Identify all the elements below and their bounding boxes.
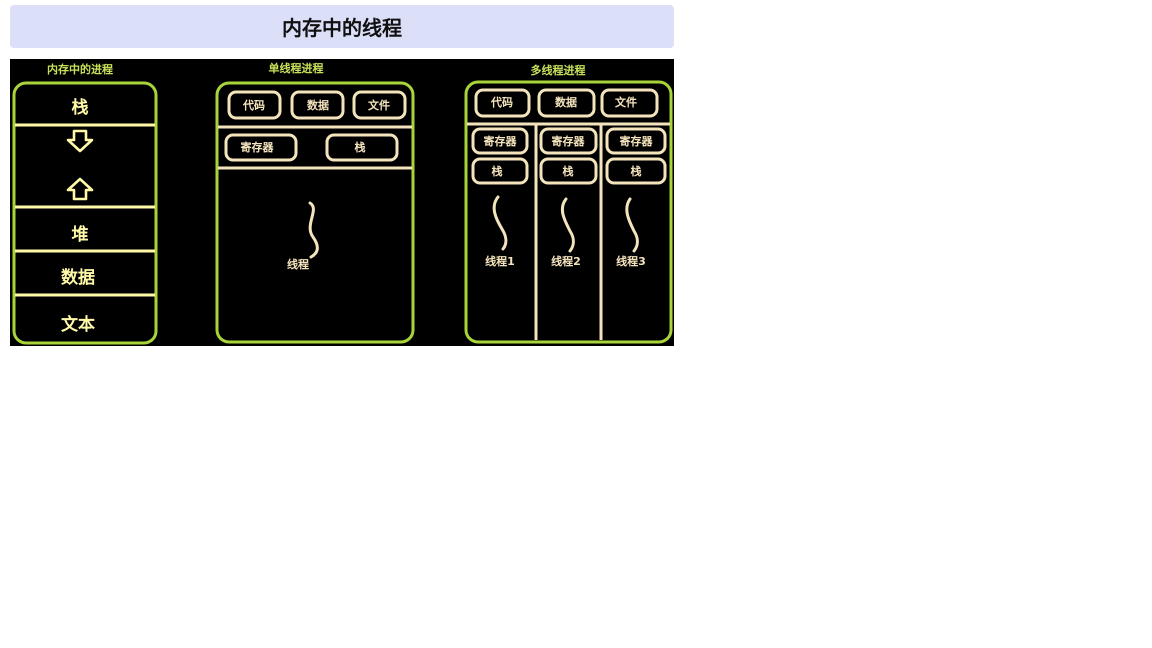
process-frame <box>12 81 158 345</box>
code-label: 代码 <box>490 95 513 109</box>
segment-data: 数据 <box>61 267 95 288</box>
stack-label: 栈 <box>492 164 503 178</box>
files-box <box>600 88 659 118</box>
register-box-thread3 <box>605 127 667 155</box>
process-panel: 内存中的进程 栈 堆 数据 文本 <box>12 62 158 345</box>
register-label: 寄存器 <box>484 134 518 148</box>
data-label: 数据 <box>307 98 329 112</box>
files-box <box>352 90 407 120</box>
page-title: 内存中的线程 <box>282 16 402 40</box>
multi-thread-panel: 多线程进程 代码 数据 文件 寄存器 栈 线程1 寄存器 栈 线程2 寄存器 栈… <box>464 63 673 344</box>
files-label: 文件 <box>615 95 637 109</box>
thread3-label: 线程3 <box>616 254 646 268</box>
register-label: 寄存器 <box>552 134 586 148</box>
thread-squiggle-icon <box>625 197 639 253</box>
stack-box-thread1 <box>471 157 529 185</box>
arrow-down-icon <box>66 129 94 153</box>
multi-thread-frame <box>464 80 673 344</box>
stack-label: 栈 <box>563 164 574 178</box>
code-box <box>227 90 282 120</box>
thread-squiggle-icon <box>308 201 319 259</box>
register-label: 寄存器 <box>241 140 275 154</box>
segment-text: 文本 <box>61 314 95 335</box>
stack-box-thread3 <box>605 157 667 185</box>
multi-thread-panel-label: 多线程进程 <box>531 63 586 77</box>
register-box <box>224 133 298 162</box>
single-thread-frame <box>215 81 415 344</box>
title-bar: 内存中的线程 <box>10 5 674 48</box>
files-label: 文件 <box>368 98 390 112</box>
single-thread-panel: 单线程进程 代码 数据 文件 寄存器 栈 线程 <box>215 61 415 344</box>
register-box-thread2 <box>539 127 598 155</box>
thread1-label: 线程1 <box>485 254 515 268</box>
thread-memory-diagram: 内存中的进程 栈 堆 数据 文本 单线程进程 代码 数据 文件 寄存器 栈 线程… <box>10 59 674 346</box>
segment-stack: 栈 <box>72 97 89 118</box>
code-box <box>474 88 531 118</box>
thread-squiggle-icon <box>492 195 508 251</box>
register-box-thread1 <box>471 127 529 155</box>
data-box <box>537 88 596 118</box>
code-label: 代码 <box>242 98 265 112</box>
arrow-up-icon <box>66 177 94 201</box>
thread-squiggle-icon <box>560 197 575 253</box>
stack-label: 栈 <box>631 164 642 178</box>
thread-label: 线程 <box>287 257 309 271</box>
stack-label: 栈 <box>355 140 366 154</box>
single-thread-panel-label: 单线程进程 <box>269 61 324 75</box>
register-label: 寄存器 <box>620 134 654 148</box>
segment-heap: 堆 <box>72 224 89 245</box>
data-label: 数据 <box>555 95 577 109</box>
process-panel-label: 内存中的进程 <box>47 62 113 76</box>
stack-box <box>325 133 399 162</box>
thread2-label: 线程2 <box>551 254 581 268</box>
data-box <box>290 90 345 120</box>
stack-box-thread2 <box>539 157 598 185</box>
